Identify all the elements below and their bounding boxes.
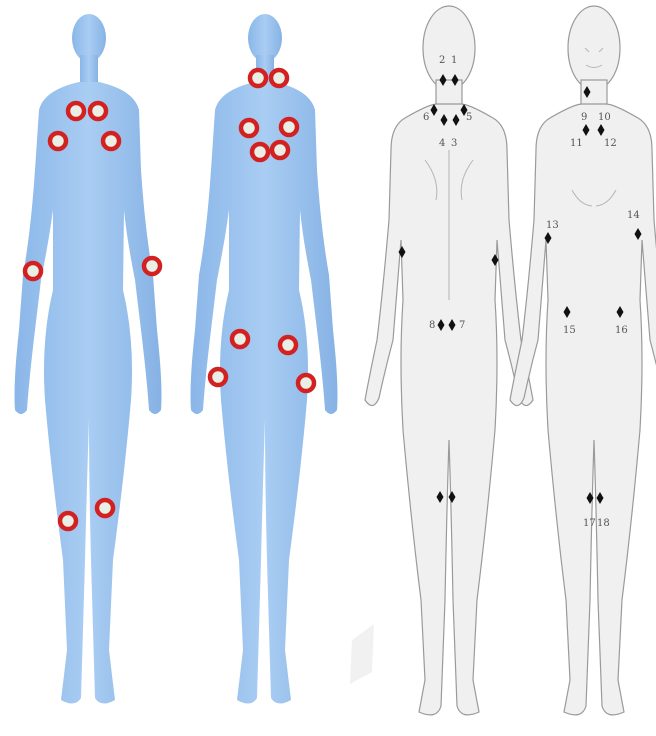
label-10: 10: [598, 112, 611, 123]
tender-point-marker: [241, 120, 257, 136]
diagram-figure-back: [365, 6, 533, 715]
tender-point-marker: [298, 375, 314, 391]
label-11: 11: [570, 138, 583, 149]
label-14: 14: [627, 210, 640, 221]
label-3: 3: [451, 138, 457, 149]
tender-point-marker: [103, 133, 119, 149]
label-15: 15: [563, 325, 576, 336]
blue-figure-front: [15, 14, 162, 704]
tender-point-marker: [272, 142, 288, 158]
label-6: 6: [423, 112, 429, 123]
label-1: 1: [451, 55, 457, 66]
tender-point-marker: [144, 258, 160, 274]
label-18: 18: [597, 518, 610, 529]
background-artifact: [350, 624, 374, 684]
label-2: 2: [439, 55, 445, 66]
tender-point-marker: [250, 70, 266, 86]
tender-point-marker: [280, 337, 296, 353]
blue-figure-back: [191, 14, 338, 704]
tender-point-marker: [50, 133, 66, 149]
label-8: 8: [429, 320, 435, 331]
label-5: 5: [466, 112, 472, 123]
label-16: 16: [615, 325, 628, 336]
tender-point-marker: [68, 103, 84, 119]
tender-point-marker: [281, 119, 297, 135]
label-12: 12: [604, 138, 617, 149]
tender-point-marker: [252, 144, 268, 160]
tender-point-marker: [210, 369, 226, 385]
tender-point-marker: [25, 263, 41, 279]
label-7: 7: [459, 320, 465, 331]
tender-point-marker: [232, 331, 248, 347]
label-17: 17: [583, 518, 596, 529]
label-9: 9: [581, 112, 587, 123]
tender-point-marker: [90, 103, 106, 119]
label-13: 13: [546, 220, 559, 231]
tender-point-marker: [60, 513, 76, 529]
label-4: 4: [439, 138, 445, 149]
tender-point-marker: [271, 70, 287, 86]
tender-point-marker: [97, 500, 113, 516]
